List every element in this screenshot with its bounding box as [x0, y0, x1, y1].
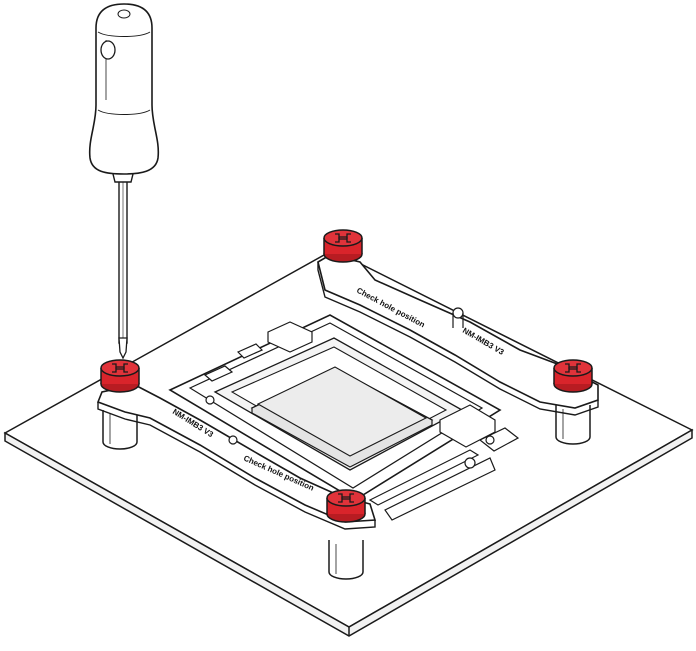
screw-bottom	[326, 489, 366, 523]
screwdriver	[88, 3, 160, 360]
standoff-bottom	[328, 539, 364, 580]
screw-right	[553, 359, 593, 393]
screw-left	[100, 359, 140, 393]
standoff-left	[102, 409, 138, 450]
cpu-chip	[250, 366, 434, 468]
screw-top	[323, 229, 363, 263]
